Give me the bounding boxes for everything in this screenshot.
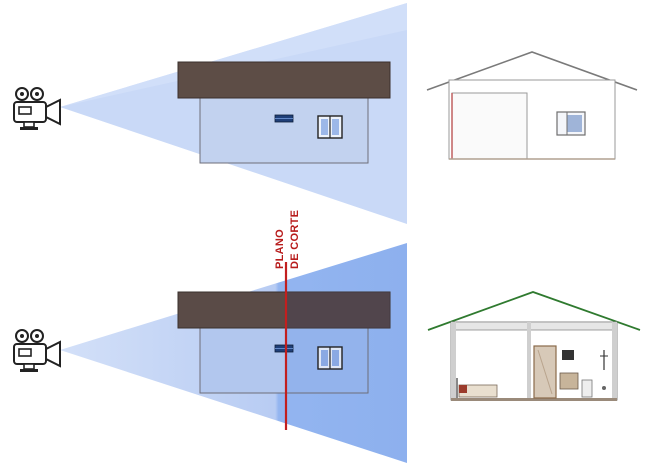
section-render (427, 291, 641, 401)
bed (456, 378, 498, 398)
window (317, 346, 343, 370)
camera-icon (13, 329, 61, 372)
top-house-facade (177, 61, 391, 164)
cut-plane-label-line2: DE CORTE (289, 210, 301, 269)
elevation-render (426, 51, 638, 160)
bottom-scene (13, 243, 641, 463)
garage-door (451, 92, 528, 160)
roof (177, 61, 391, 99)
window (317, 115, 343, 139)
camera-icon (13, 87, 61, 130)
cut-plane-label-line1: PLANO (274, 229, 286, 269)
bottom-house-facade (177, 291, 391, 394)
cut-plane: PLANO DE CORTE (274, 210, 301, 430)
top-scene (13, 3, 638, 224)
window (556, 111, 586, 136)
